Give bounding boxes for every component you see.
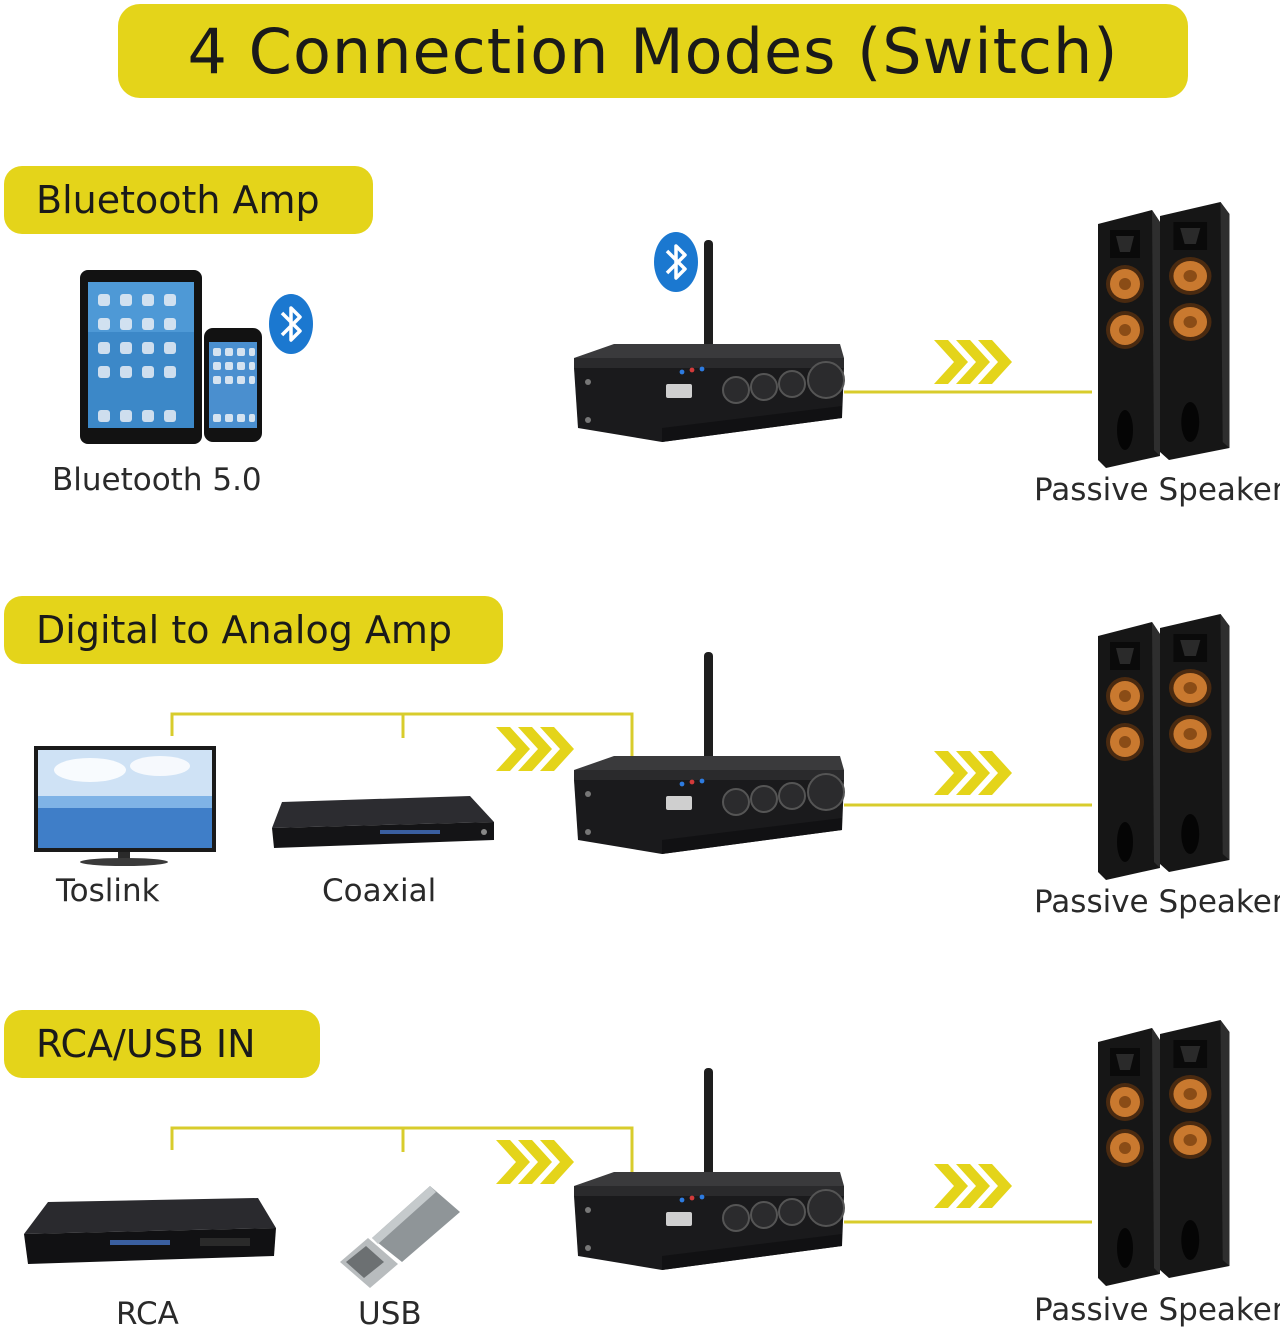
- caption-usb: USB: [358, 1296, 422, 1332]
- connection-lines: [170, 1126, 1092, 1224]
- caption-coaxial: Coaxial: [322, 873, 437, 909]
- caption-bluetooth-5: Bluetooth 5.0: [52, 462, 262, 498]
- section-label-rca-usb: RCA/USB IN: [4, 1010, 320, 1078]
- caption-passive-speaker-3: Passive Speaker: [1034, 1292, 1280, 1328]
- section-label-dac: Digital to Analog Amp: [4, 596, 503, 664]
- speaker-icon: [1098, 1020, 1229, 1286]
- speaker-icon: [1098, 202, 1229, 468]
- arrow-chevrons-icon: [934, 1164, 1012, 1208]
- section-label-bluetooth: Bluetooth Amp: [4, 166, 373, 234]
- caption-rca: RCA: [116, 1296, 179, 1332]
- amplifier-icon: [573, 1067, 845, 1271]
- speaker-icon: [1098, 614, 1229, 880]
- amplifier-icon: [573, 239, 845, 443]
- bluetooth-icon: [267, 292, 315, 356]
- arrow-chevrons-icon: [934, 340, 1012, 384]
- tablet-icon: [80, 270, 202, 444]
- connection-lines: [170, 712, 1092, 807]
- phone-icon: [204, 328, 262, 442]
- arrow-chevrons-icon: [496, 1140, 574, 1184]
- arrow-chevrons-icon: [496, 727, 574, 771]
- page-title: 4 Connection Modes (Switch): [187, 14, 1119, 88]
- amplifier-icon: [573, 651, 845, 855]
- tv-icon: [34, 746, 216, 866]
- bluray-player-icon: [24, 1198, 276, 1264]
- bluray-player-icon: [272, 796, 494, 848]
- arrow-chevrons-icon: [934, 751, 1012, 795]
- title-banner: 4 Connection Modes (Switch): [118, 4, 1188, 98]
- usb-drive-icon: [340, 1186, 460, 1288]
- caption-toslink: Toslink: [56, 873, 160, 909]
- bluetooth-icon: [652, 230, 700, 294]
- caption-passive-speaker-1: Passive Speaker: [1034, 472, 1280, 508]
- caption-passive-speaker-2: Passive Speaker: [1034, 884, 1280, 920]
